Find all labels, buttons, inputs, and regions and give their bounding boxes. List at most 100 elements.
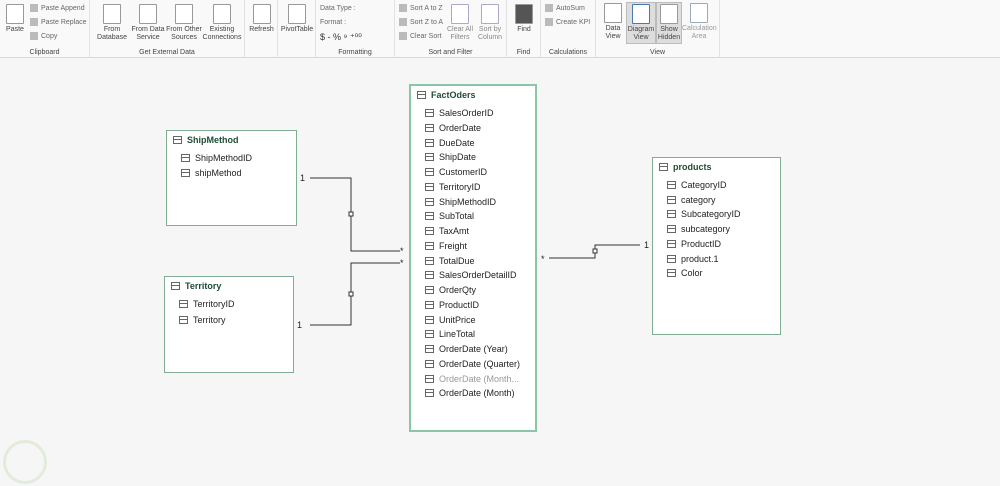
database-icon — [103, 4, 121, 24]
column-item[interactable]: ShipDate — [425, 150, 476, 164]
group-label: Clipboard — [29, 49, 60, 56]
column-item[interactable]: OrderDate (Year) — [425, 342, 508, 356]
column-name: OrderDate (Quarter) — [439, 358, 521, 369]
sort-a-z-button[interactable]: Sort A to Z — [399, 4, 443, 12]
column-name: subcategory — [681, 224, 731, 235]
existing-connections-button[interactable]: Existing Connections — [202, 4, 242, 42]
column-item[interactable]: CustomerID — [425, 165, 487, 179]
column-item[interactable]: subcategory — [667, 222, 730, 236]
column-item[interactable]: Freight — [425, 239, 467, 253]
column-item[interactable]: TerritoryID — [425, 180, 481, 194]
data-type-dropdown[interactable]: Data Type : — [320, 5, 356, 12]
column-item[interactable]: category — [667, 193, 716, 207]
sort-column-icon — [481, 4, 499, 24]
column-item[interactable]: CategoryID — [667, 178, 727, 192]
column-item[interactable]: OrderDate — [425, 121, 481, 135]
calculation-area-button[interactable]: Calculation Area — [682, 3, 717, 41]
view-group: Data View Diagram View Show Hidden Calcu… — [596, 0, 720, 58]
column-item[interactable]: ShipMethodID — [425, 195, 496, 209]
column-item[interactable]: Territory — [179, 313, 226, 327]
format-dropdown[interactable]: Format : — [320, 19, 347, 26]
sort-by-column-button[interactable]: Sort by Column — [475, 4, 505, 42]
column-item[interactable]: SubTotal — [425, 209, 474, 223]
table-title[interactable]: FactOders — [417, 90, 476, 100]
group-label: Get External Data — [139, 49, 195, 56]
from-data-service-button[interactable]: From Data Service — [130, 4, 166, 42]
column-name: TaxAmt — [439, 226, 470, 236]
column-item[interactable]: SalesOrderDetailID — [425, 268, 517, 282]
create-kpi-button[interactable]: Create KPI — [545, 18, 590, 26]
copy-button[interactable]: Copy — [30, 32, 57, 40]
column-item[interactable]: OrderDate (Month) — [425, 386, 515, 400]
column-item[interactable]: shipMethod — [181, 166, 242, 180]
paste-append-icon — [30, 4, 38, 12]
sort-filter-group: Sort A to Z Sort Z to A Clear Sort Clear… — [395, 0, 507, 58]
table-title[interactable]: Territory — [171, 281, 221, 291]
paste-append-button[interactable]: Paste Append — [30, 4, 85, 12]
clear-filters-button[interactable]: Clear All Filters — [445, 4, 475, 42]
column-item[interactable]: Color — [667, 266, 703, 280]
column-name: Freight — [439, 240, 468, 251]
clear-sort-button[interactable]: Clear Sort — [399, 32, 442, 40]
table-icon — [173, 136, 182, 144]
column-name: OrderDate (Month... — [439, 373, 520, 384]
column-item[interactable]: OrderQty — [425, 283, 476, 297]
from-database-button[interactable]: From Database — [94, 4, 130, 42]
column-icon — [425, 182, 434, 191]
table-title[interactable]: ShipMethod — [173, 135, 239, 145]
column-item[interactable]: ProductID — [667, 237, 721, 251]
column-item[interactable]: ProductID — [425, 298, 479, 312]
table-title[interactable]: products — [659, 162, 712, 172]
column-item[interactable]: OrderDate (Month... — [425, 372, 519, 386]
data-view-button[interactable]: Data View — [600, 3, 626, 41]
column-item[interactable]: LineTotal — [425, 327, 475, 341]
paste-button[interactable]: Paste — [3, 4, 27, 34]
column-icon — [425, 197, 434, 206]
column-name: OrderDate — [439, 122, 482, 133]
table-title-text: Territory — [185, 281, 222, 291]
pivottable-group: PivotTable — [278, 0, 316, 58]
autosum-button[interactable]: AutoSum — [545, 4, 585, 12]
group-label: Calculations — [548, 49, 588, 56]
column-item[interactable]: OrderDate (Quarter) — [425, 357, 520, 371]
relationship-handle[interactable] — [592, 248, 598, 254]
column-item[interactable]: TerritoryID — [179, 297, 235, 311]
column-item[interactable]: UnitPrice — [425, 313, 476, 327]
column-name: TotalDue — [439, 255, 475, 266]
column-item[interactable]: TotalDue — [425, 254, 475, 268]
column-item[interactable]: DueDate — [425, 136, 475, 150]
relationship-territory[interactable] — [310, 262, 400, 326]
relationship-handle[interactable] — [348, 291, 354, 297]
column-item[interactable]: SalesOrderID — [425, 106, 494, 120]
from-other-sources-button[interactable]: From Other Sources — [166, 4, 202, 42]
column-icon — [667, 210, 676, 219]
column-name: product.1 — [681, 253, 719, 264]
paste-replace-button[interactable]: Paste Replace — [30, 18, 87, 26]
cardinality-many: * — [541, 254, 545, 264]
column-item[interactable]: SubcategoryID — [667, 207, 741, 221]
find-group: Find Find — [507, 0, 541, 58]
number-format-buttons[interactable]: $ - % ⁹ ⁺⁰⁰ — [320, 32, 362, 42]
find-button[interactable]: Find — [509, 4, 539, 34]
sort-desc-icon — [399, 18, 407, 26]
column-item[interactable]: ShipMethodID — [181, 151, 252, 165]
relationship-handle[interactable] — [348, 211, 354, 217]
relationship-shipmethod[interactable] — [310, 177, 400, 252]
external-data-group: From Database From Data Service From Oth… — [90, 0, 245, 58]
column-item[interactable]: product.1 — [667, 252, 719, 266]
refresh-button[interactable]: Refresh — [247, 4, 276, 34]
sort-z-a-button[interactable]: Sort Z to A — [399, 18, 443, 26]
pivottable-button[interactable]: PivotTable — [279, 4, 315, 34]
column-icon — [425, 241, 434, 250]
diagram-view-button[interactable]: Diagram View — [626, 2, 656, 44]
copy-icon — [30, 32, 38, 40]
show-hidden-button[interactable]: Show Hidden — [656, 2, 682, 44]
column-icon — [179, 315, 188, 324]
column-item[interactable]: TaxAmt — [425, 224, 469, 238]
refresh-group: Refresh — [245, 0, 278, 58]
binoculars-icon — [515, 4, 533, 24]
